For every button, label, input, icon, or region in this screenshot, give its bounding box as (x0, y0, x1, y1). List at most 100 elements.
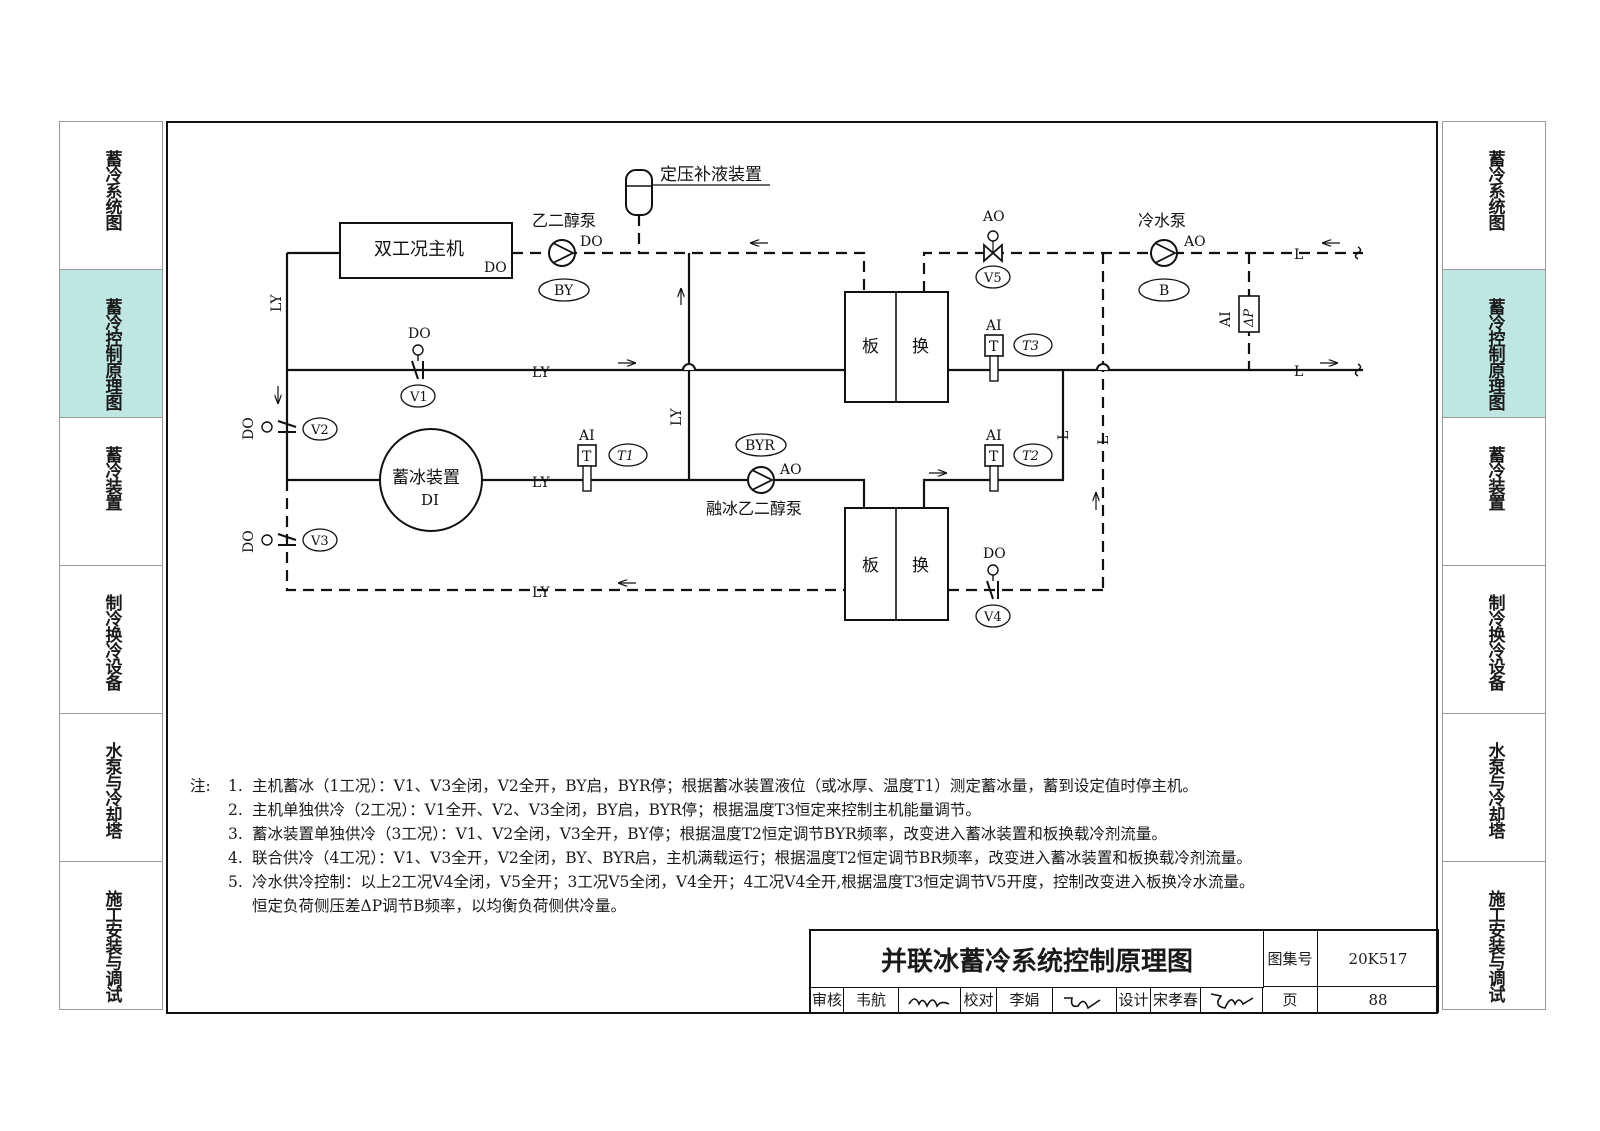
v5-tag: V5 (983, 271, 1002, 286)
chiller-label: 双工况主机 (374, 239, 464, 260)
melt-pump-icon (747, 466, 775, 494)
note-text: 主机蓄冰（1工况）：V1、V3全闭，V2全开，BY启，BYR停；根据蓄冰装置液位… (252, 777, 1198, 795)
t1-ctrl: AI (578, 428, 595, 444)
note-number: 4. (228, 849, 243, 867)
notes-lead: 注: (190, 777, 211, 795)
side-tab[interactable]: 制冷换冷设备 (1442, 565, 1546, 713)
glycol-pump-tag: BY (554, 283, 574, 299)
glycol-pump-label: 乙二醇泵 (532, 211, 596, 230)
side-tab[interactable]: 蓄冷系统图 (1442, 121, 1546, 269)
dp-sensor-icon (1238, 295, 1260, 333)
note-item: 恒定负荷侧压差ΔP调节B频率，以均衡负荷侧供冷量。 (190, 894, 1255, 918)
chiller-ctrl: DO (484, 260, 507, 276)
note-text: 主机单独供冷（2工况）：V1全开、V2、V3全闭，BY启，BYR停；根据温度T3… (252, 801, 981, 819)
t3-ctrl: AI (985, 318, 1002, 334)
tag-bubble (608, 443, 648, 467)
heat-exchanger-lower (844, 507, 949, 621)
t3-tag: T3 (1022, 339, 1039, 354)
temp-sensor-t1-icon (577, 444, 597, 492)
side-tab-active[interactable]: 蓄冷控制原理图 (59, 269, 163, 417)
side-tab[interactable]: 制冷换冷设备 (59, 565, 163, 713)
drawing-frame (166, 121, 1438, 1014)
chw-pump-icon (1150, 239, 1178, 267)
tag-bubble (1013, 443, 1053, 467)
pipe-bottom-ly (285, 480, 845, 592)
page-label: 页 (1263, 987, 1318, 1013)
side-tab[interactable]: 蓄冷系统图 (59, 121, 163, 269)
side-tab[interactable]: 蓄冷装置 (59, 417, 163, 565)
pipe-crossover-2 (1096, 363, 1110, 371)
note-item: 注: 1. 主机蓄冰（1工况）：V1、V3全闭，V2全开，BY启，BYR停；根据… (190, 774, 1255, 798)
designer-name: 宋孝春 (1151, 987, 1201, 1013)
heat-exchanger-upper (844, 291, 949, 403)
reviewer-signature (899, 987, 961, 1013)
dp-ctrl: AI (1218, 311, 1234, 328)
note-text: 冷水供冷控制：以上2工况V4全闭，V5全开；3工况V5全闭，V4全开；4工况V4… (252, 873, 1255, 891)
pipe-label-ly: LY (269, 294, 285, 312)
chw-pump-tag: B (1159, 283, 1169, 299)
note-text: 蓄冰装置单独供冷（3工况）：V1、V2全闭，V3全开，BY停；根据温度T2恒定调… (252, 825, 1167, 843)
hx-label: 换 (912, 556, 929, 576)
v1-tag: V1 (409, 390, 428, 405)
tag-bubble (735, 433, 787, 457)
tag-bubble (1013, 333, 1053, 357)
valve-v1-icon (411, 344, 424, 380)
page-number: 88 (1318, 987, 1439, 1013)
side-tab[interactable]: 水泵与冷却塔 (59, 713, 163, 861)
pipe-melt-to-hx2 (845, 478, 866, 508)
side-tab[interactable]: 水泵与冷却塔 (1442, 713, 1546, 861)
t2-tag: T2 (1022, 449, 1039, 464)
hx-label: 板 (862, 556, 879, 576)
side-tab[interactable]: 蓄冷装置 (1442, 417, 1546, 565)
review-label: 审核 (811, 987, 844, 1013)
design-label: 设计 (1117, 987, 1151, 1013)
title-block: 并联冰蓄冷系统控制原理图 图集号 20K517 审核 韦航 校对 李娟 设计 宋… (809, 929, 1439, 1013)
pipe-end-mark (1354, 363, 1362, 377)
tag-bubble (975, 604, 1011, 628)
chw-pump-ctrl: AO (1183, 234, 1206, 250)
tag-bubble (400, 384, 436, 408)
valve-v3-icon (261, 533, 297, 546)
note-item: 4. 联合供冷（4工况）：V1、V3全开，V2全闭，BY、BYR启，主机满载运行… (190, 846, 1255, 870)
ice-storage-tank (379, 428, 483, 532)
note-number: 1. (228, 777, 243, 795)
v5-ctrl: AO (982, 209, 1005, 225)
side-tab-active[interactable]: 蓄冷控制原理图 (1442, 269, 1546, 417)
note-number: 2. (228, 801, 243, 819)
side-tab[interactable]: 施工安装与调试 (59, 861, 163, 1010)
t1-tag: T1 (617, 449, 634, 464)
pipe-label-l: L (1096, 436, 1112, 445)
t2-ctrl: AI (985, 428, 1002, 444)
t2-symbol: T (989, 449, 999, 465)
dp-label: ΔP (1242, 309, 1257, 328)
checker-name: 李娟 (997, 987, 1053, 1013)
atlas-label: 图集号 (1263, 931, 1318, 987)
pipe-label-l: L (1056, 431, 1072, 440)
side-tab[interactable]: 施工安装与调试 (1442, 861, 1546, 1010)
right-side-tabs: 蓄冷系统图 蓄冷控制原理图 蓄冷装置 制冷换冷设备 水泵与冷却塔 施工安装与调试 (1442, 121, 1546, 1010)
note-number (228, 894, 252, 918)
pipe-label-l: L (1294, 364, 1303, 380)
glycol-pump-ctrl: DO (580, 234, 603, 250)
v2-tag: V2 (310, 423, 329, 438)
tag-bubble (1138, 278, 1190, 302)
expansion-tank-label: 定压补液装置 (660, 165, 762, 185)
tag-bubble (302, 528, 338, 552)
tag-bubble (538, 278, 590, 302)
note-item: 3. 蓄冰装置单独供冷（3工况）：V1、V2全闭，V3全开，BY停；根据温度T2… (190, 822, 1255, 846)
pipe-label-ly: LY (532, 475, 550, 491)
note-number: 5. (228, 873, 243, 891)
v4-ctrl: DO (983, 546, 1006, 562)
drawing-title: 并联冰蓄冷系统控制原理图 (811, 931, 1264, 988)
ice-storage-label: 蓄冰装置 (392, 468, 460, 488)
hx-label: 换 (912, 337, 929, 357)
v2-ctrl: DO (241, 417, 257, 440)
reviewer-name: 韦航 (844, 987, 899, 1013)
pipe-label-ly: LY (532, 585, 550, 601)
tag-bubble (302, 417, 338, 441)
designer-signature (1201, 987, 1263, 1013)
melt-pump-ctrl: AO (779, 462, 802, 478)
note-item: 2. 主机单独供冷（2工况）：V1全开、V2、V3全闭，BY启，BYR停；根据温… (190, 798, 1255, 822)
v3-ctrl: DO (241, 530, 257, 553)
